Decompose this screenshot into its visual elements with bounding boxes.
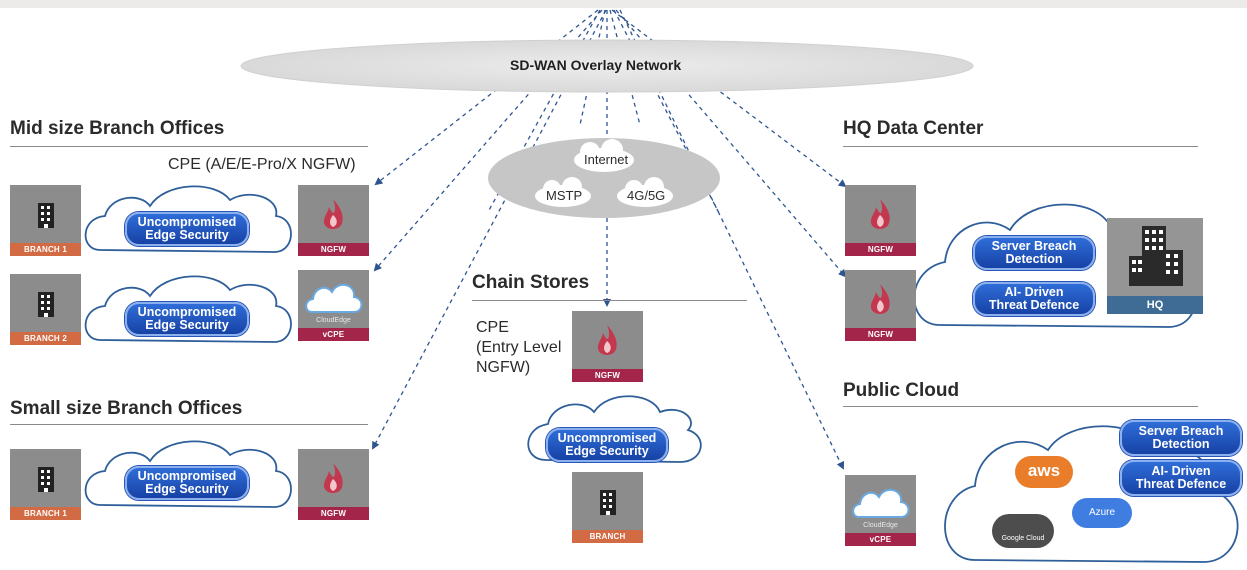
google-cloud-logo: Google Cloud — [992, 514, 1054, 548]
hq-title: HQ Data Center — [843, 118, 984, 139]
flame-icon — [323, 199, 343, 229]
chain-stores-rule — [472, 300, 747, 301]
ngfw-caption: NGFW — [298, 507, 369, 520]
aws-logo: aws — [1015, 456, 1073, 488]
chain-stores-title: Chain Stores — [472, 272, 590, 293]
building-icon — [600, 490, 616, 515]
public-cloud-title: Public Cloud — [843, 380, 960, 401]
branch-small-tile: BRANCH 1 — [10, 449, 81, 520]
branch-chain-tile: BRANCH — [572, 472, 643, 543]
small-branch-title: Small size Branch Offices — [10, 398, 243, 419]
branch-1-tile: BRANCH 1 — [10, 185, 81, 256]
ngfw-tile-small: NGFW — [298, 449, 369, 520]
vcpe-caption: vCPE — [298, 328, 369, 341]
hq-building-tile: HQ — [1107, 218, 1203, 314]
cloud-icon — [305, 283, 363, 313]
hq-caption: HQ — [1107, 296, 1203, 314]
top-band — [0, 0, 1247, 8]
buildings-icon — [1129, 226, 1183, 286]
sdwan-overlay-oval — [240, 39, 974, 93]
ngfw-caption: NGFW — [572, 369, 643, 382]
internet-bubble — [574, 139, 634, 172]
vcpe-caption: vCPE — [845, 533, 916, 546]
ngfw-tile-hq-1: NGFW — [845, 185, 916, 256]
mstp-label: MSTP — [546, 188, 583, 203]
chain-cpe-note: CPE (Entry Level NGFW) — [476, 319, 562, 376]
mobile-bubble — [617, 177, 673, 207]
vcpe-tile-cloud: CloudEdge vCPE — [845, 475, 916, 546]
link-hq-ngfw-top — [611, 9, 847, 188]
flame-icon — [323, 463, 343, 493]
mid-cpe-note: CPE (A/E/E-Pro/X NGFW) — [168, 156, 356, 173]
ngfw-tile-mid-1: NGFW — [298, 185, 369, 256]
building-icon — [38, 467, 54, 492]
branch-2-tile: BRANCH 2 — [10, 274, 81, 345]
flame-icon — [870, 284, 890, 314]
ngfw-tile-chain: NGFW — [572, 311, 643, 382]
branch-small-caption: BRANCH 1 — [10, 507, 81, 520]
ngfw-caption: NGFW — [845, 243, 916, 256]
mstp-bubble — [535, 177, 591, 207]
link-cloud-vcpe — [619, 9, 844, 470]
flame-icon — [597, 325, 617, 355]
sdwan-overlay-label: SD-WAN Overlay Network — [510, 57, 682, 73]
mid-branch-rule — [10, 146, 368, 147]
ngfw-caption: NGFW — [298, 243, 369, 256]
cloudedge-label: CloudEdge — [863, 522, 898, 529]
link-mid-ngfw — [374, 9, 599, 186]
cloudedge-label: CloudEdge — [316, 317, 351, 324]
public-cloud-rule — [843, 406, 1198, 407]
cloud-icon — [852, 488, 910, 518]
mobile-label: 4G/5G — [627, 188, 666, 203]
branch-2-caption: BRANCH 2 — [10, 332, 81, 345]
azure-logo: Azure — [1072, 498, 1132, 528]
small-branch-rule — [10, 424, 368, 425]
building-icon — [38, 203, 54, 228]
ngfw-caption: NGFW — [845, 328, 916, 341]
flame-icon — [870, 199, 890, 229]
internet-label: Internet — [584, 152, 629, 167]
vcpe-tile-mid: CloudEdge vCPE — [298, 270, 369, 341]
branch-1-caption: BRANCH 1 — [10, 243, 81, 256]
branch-chain-caption: BRANCH — [572, 530, 643, 543]
building-icon — [38, 292, 54, 317]
hq-rule — [843, 146, 1198, 147]
ngfw-tile-hq-2: NGFW — [845, 270, 916, 341]
mid-branch-title: Mid size Branch Offices — [10, 118, 225, 139]
